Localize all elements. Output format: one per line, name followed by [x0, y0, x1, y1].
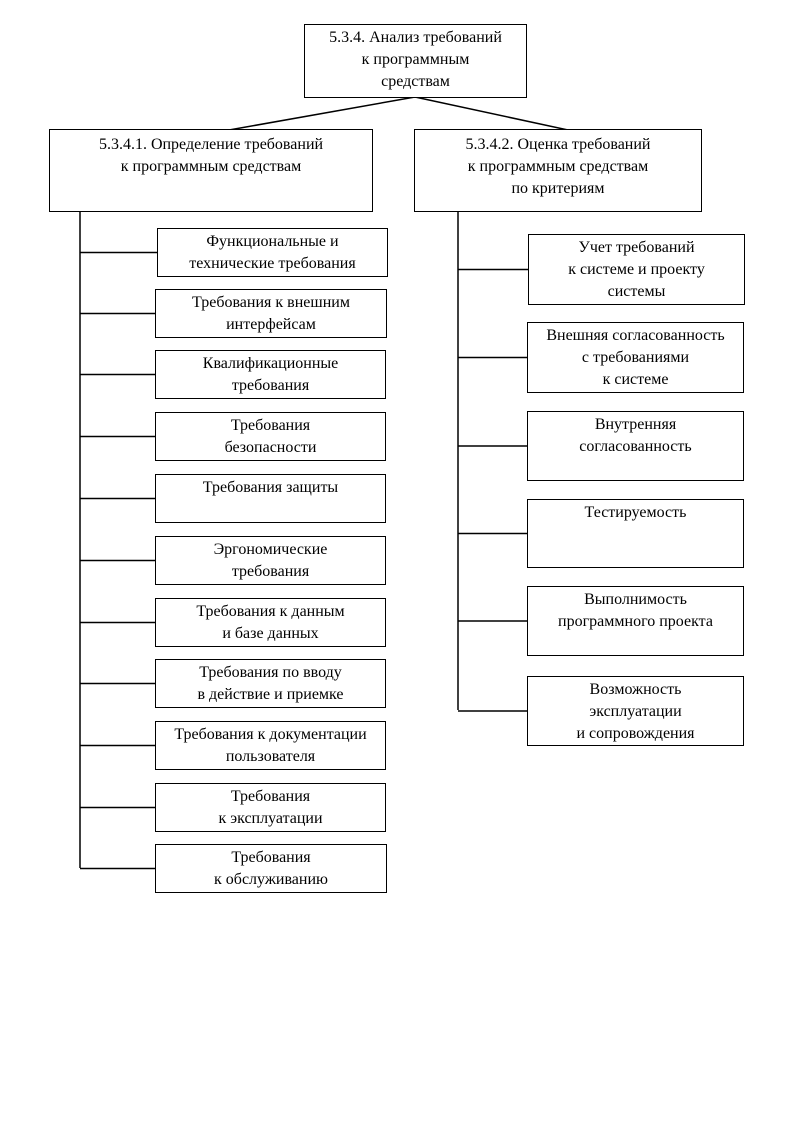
left-item-text: требования: [231, 563, 310, 580]
left-item-text: к эксплуатации: [218, 810, 323, 827]
left-item-text: безопасности: [224, 439, 317, 456]
left-item-text: Требования по вводу: [199, 664, 342, 681]
left-item-text: Квалификационные: [202, 355, 339, 372]
root-line-3: средствам: [381, 73, 450, 90]
left-item-text: Требования к внешним: [192, 294, 350, 311]
right-item-text: с требованиями: [581, 349, 690, 366]
left-item-ergonomic: Эргономические требования: [155, 536, 386, 585]
left-item-text: и базе данных: [222, 625, 319, 642]
right-item-external-consistency: Внешняя согласованность с требованиями к…: [527, 322, 744, 393]
left-item-text: к обслуживанию: [214, 871, 328, 888]
right-item-testability: Тестируемость: [527, 499, 744, 568]
right-item-text: Возможность: [589, 681, 682, 698]
right-item-text: программного проекта: [558, 613, 713, 630]
left-item-acceptance: Требования по вводу в действие и приемке: [155, 659, 386, 708]
left-item-text: Требования: [231, 849, 311, 866]
left-item-text: Требования к документации: [174, 726, 367, 743]
right-item-text: Внешняя согласованность: [546, 327, 725, 344]
right-header-node: 5.3.4.2. Оценка требований к программным…: [414, 129, 702, 212]
left-item-data: Требования к данным и базе данных: [155, 598, 386, 647]
left-header-line-2: к программным средствам: [120, 158, 302, 175]
left-item-interfaces: Требования к внешним интерфейсам: [155, 289, 387, 338]
right-item-text: системы: [607, 283, 666, 300]
connector-root-left: [228, 96, 416, 131]
left-item-text: интерфейсам: [226, 316, 316, 333]
left-item-text: пользователя: [225, 748, 316, 765]
right-item-text: Выполнимость: [584, 591, 687, 608]
right-item-text: Тестируемость: [584, 504, 687, 521]
right-item-text: к системе: [602, 371, 669, 388]
left-item-maintenance: Требования к обслуживанию: [155, 844, 387, 893]
left-item-qualification: Квалификационные требования: [155, 350, 386, 399]
right-item-operability: Возможность эксплуатации и сопровождения: [527, 676, 744, 746]
left-item-safety: Требования безопасности: [155, 412, 386, 461]
left-item-text: Функциональные и: [206, 233, 339, 250]
left-item-text: Требования к данным: [196, 603, 345, 620]
root-line-2: к программным: [361, 51, 470, 68]
right-item-text: Учет требований: [578, 239, 695, 256]
left-item-functional: Функциональные и технические требования: [157, 228, 388, 277]
right-header-line-2: к программным средствам: [467, 158, 649, 175]
left-item-text: Эргономические: [213, 541, 328, 558]
right-header-line-3: по критериям: [511, 180, 605, 197]
left-item-text: в действие и приемке: [197, 686, 344, 703]
right-item-feasibility: Выполнимость программного проекта: [527, 586, 744, 656]
left-item-operation: Требования к эксплуатации: [155, 783, 386, 832]
root-node: 5.3.4. Анализ требований к программным с…: [304, 24, 527, 98]
left-header-node: 5.3.4.1. Определение требований к програ…: [49, 129, 373, 212]
left-item-text: требования: [231, 377, 310, 394]
left-item-documentation: Требования к документации пользователя: [155, 721, 386, 770]
right-item-internal-consistency: Внутренняя согласованность: [527, 411, 744, 481]
left-item-text: технические требования: [189, 255, 356, 272]
right-item-text: к системе и проекту: [568, 261, 705, 278]
left-item-protection: Требования защиты: [155, 474, 386, 523]
left-header-line-1: 5.3.4.1. Определение требований: [98, 136, 324, 153]
root-line-1: 5.3.4. Анализ требований: [329, 29, 502, 46]
left-item-text: Требования защиты: [202, 479, 339, 496]
right-item-text: и сопровождения: [576, 725, 695, 742]
right-item-text: согласованность: [579, 438, 692, 455]
right-header-line-1: 5.3.4.2. Оценка требований: [465, 136, 651, 153]
right-item-text: эксплуатации: [589, 703, 682, 720]
right-item-text: Внутренняя: [594, 416, 677, 433]
connector-root-right: [414, 96, 569, 131]
right-item-system-requirements: Учет требований к системе и проекту сист…: [528, 234, 745, 305]
left-item-text: Требования: [230, 417, 311, 434]
left-item-text: Требования: [230, 788, 311, 805]
